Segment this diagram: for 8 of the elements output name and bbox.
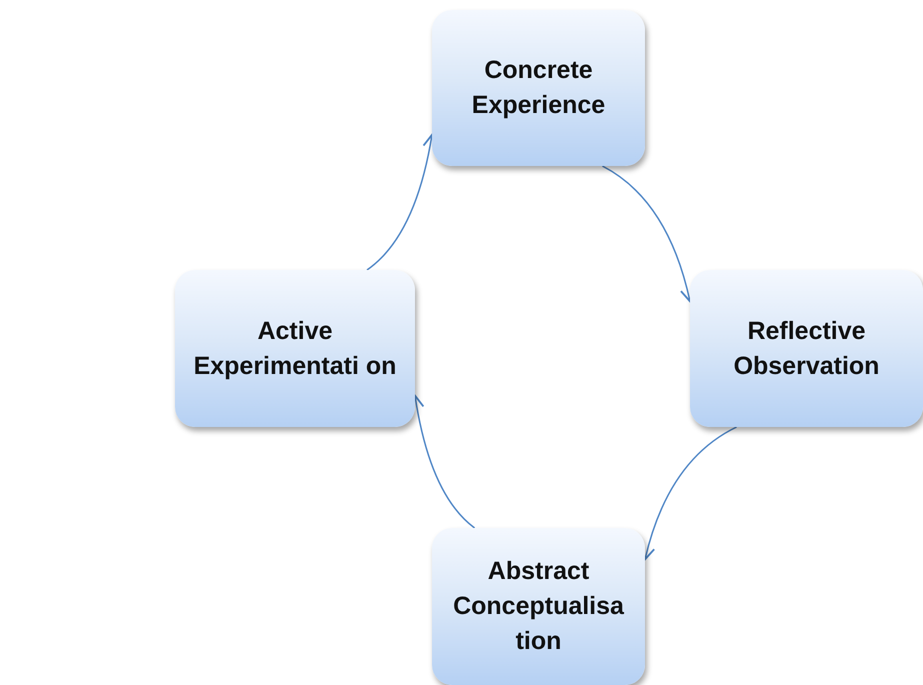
stage-box [432, 10, 645, 166]
stage-label: Active Experimentati on [192, 316, 398, 382]
stage-label: Abstract Conceptualisa tion [452, 556, 625, 657]
stage-label: Reflective Observation [732, 316, 880, 382]
stage-box [432, 528, 645, 685]
stage-box [690, 270, 923, 427]
stage-label: Concrete Experience [470, 55, 606, 121]
stage-box [175, 270, 415, 427]
